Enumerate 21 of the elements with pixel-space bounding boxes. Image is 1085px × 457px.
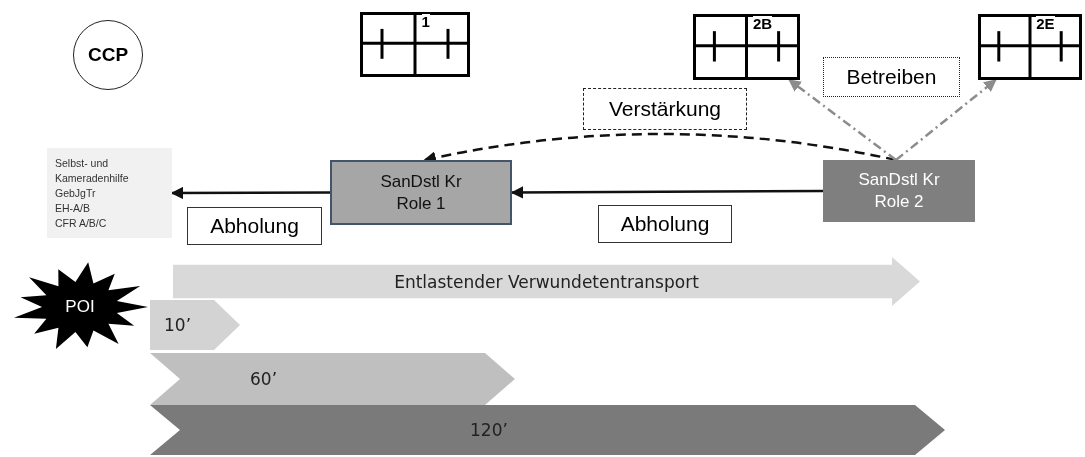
- shape-label: POI: [65, 297, 95, 317]
- dashed-text-box: Verstärkung: [583, 88, 747, 130]
- role-box: SanDstl Kr Role 2: [823, 160, 975, 222]
- shape-label: 120’: [470, 420, 508, 440]
- arrow: [788, 79, 897, 161]
- list-item-text: EH-A/B: [55, 201, 90, 216]
- text-box: Abholung: [187, 207, 322, 245]
- text-box: Abholung: [598, 205, 732, 243]
- unit-size-label: 2E: [1036, 16, 1055, 32]
- role-box: SanDstl Kr Role 1: [330, 160, 512, 225]
- list-item-text: CFR A/B/C: [55, 216, 107, 231]
- arrow: [895, 79, 997, 161]
- unit-size-label: 2B: [752, 16, 773, 32]
- shape-label: 60’: [250, 369, 278, 389]
- list-item-text: Selbst- und Kameradenhilfe: [55, 156, 130, 186]
- shape-label: 10’: [164, 315, 192, 335]
- list-panel: [47, 148, 172, 238]
- unit-size-label: 1: [421, 14, 430, 30]
- list-item-text: GebJgTr: [55, 186, 96, 201]
- dashed-text-box: Betreiben: [823, 57, 960, 97]
- shape-label: Entlastender Verwundetentransport: [394, 271, 699, 292]
